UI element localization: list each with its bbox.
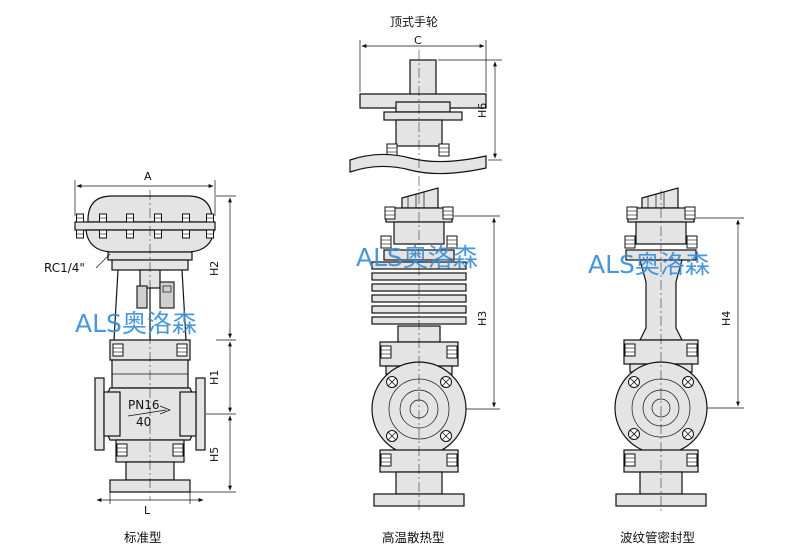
high-temp-watermark: ALS奥洛森 xyxy=(356,243,478,272)
bellows-caption: 波纹管密封型 xyxy=(620,530,695,545)
dim-a-label: A xyxy=(144,170,152,183)
dim-l-label: L xyxy=(144,504,151,517)
standard-caption: 标准型 xyxy=(124,530,162,545)
port-label: RC1/4" xyxy=(44,261,85,275)
top-handwheel-label: 顶式手轮 xyxy=(390,15,438,29)
dim-h4-label: H4 xyxy=(720,311,733,326)
diaphragm-flange xyxy=(74,221,216,231)
pressure-label: PN16 xyxy=(128,398,159,412)
high-temp-caption: 高温散热型 xyxy=(382,530,445,545)
standard-watermark: ALS奥洛森 xyxy=(75,309,197,338)
bellows-valve: H4 ALS奥洛森 波纹管密封型 xyxy=(588,187,744,545)
bellows-watermark: ALS奥洛森 xyxy=(588,250,710,279)
dim-h6-label: H6 xyxy=(476,103,489,118)
high-temp-valve: 顶式手轮 xyxy=(349,15,502,545)
standard-valve: A L H2 H1 H5 RC1/4" PN16 40 ALS奥洛森 标准型 xyxy=(44,170,236,545)
dim-h5-label: H5 xyxy=(208,447,221,462)
dim-h3-label: H3 xyxy=(476,311,489,326)
size-label: 40 xyxy=(136,415,151,429)
dim-c-label: C xyxy=(414,34,422,47)
dim-h2-label: H2 xyxy=(208,261,221,276)
dim-h1-label: H1 xyxy=(208,370,221,385)
